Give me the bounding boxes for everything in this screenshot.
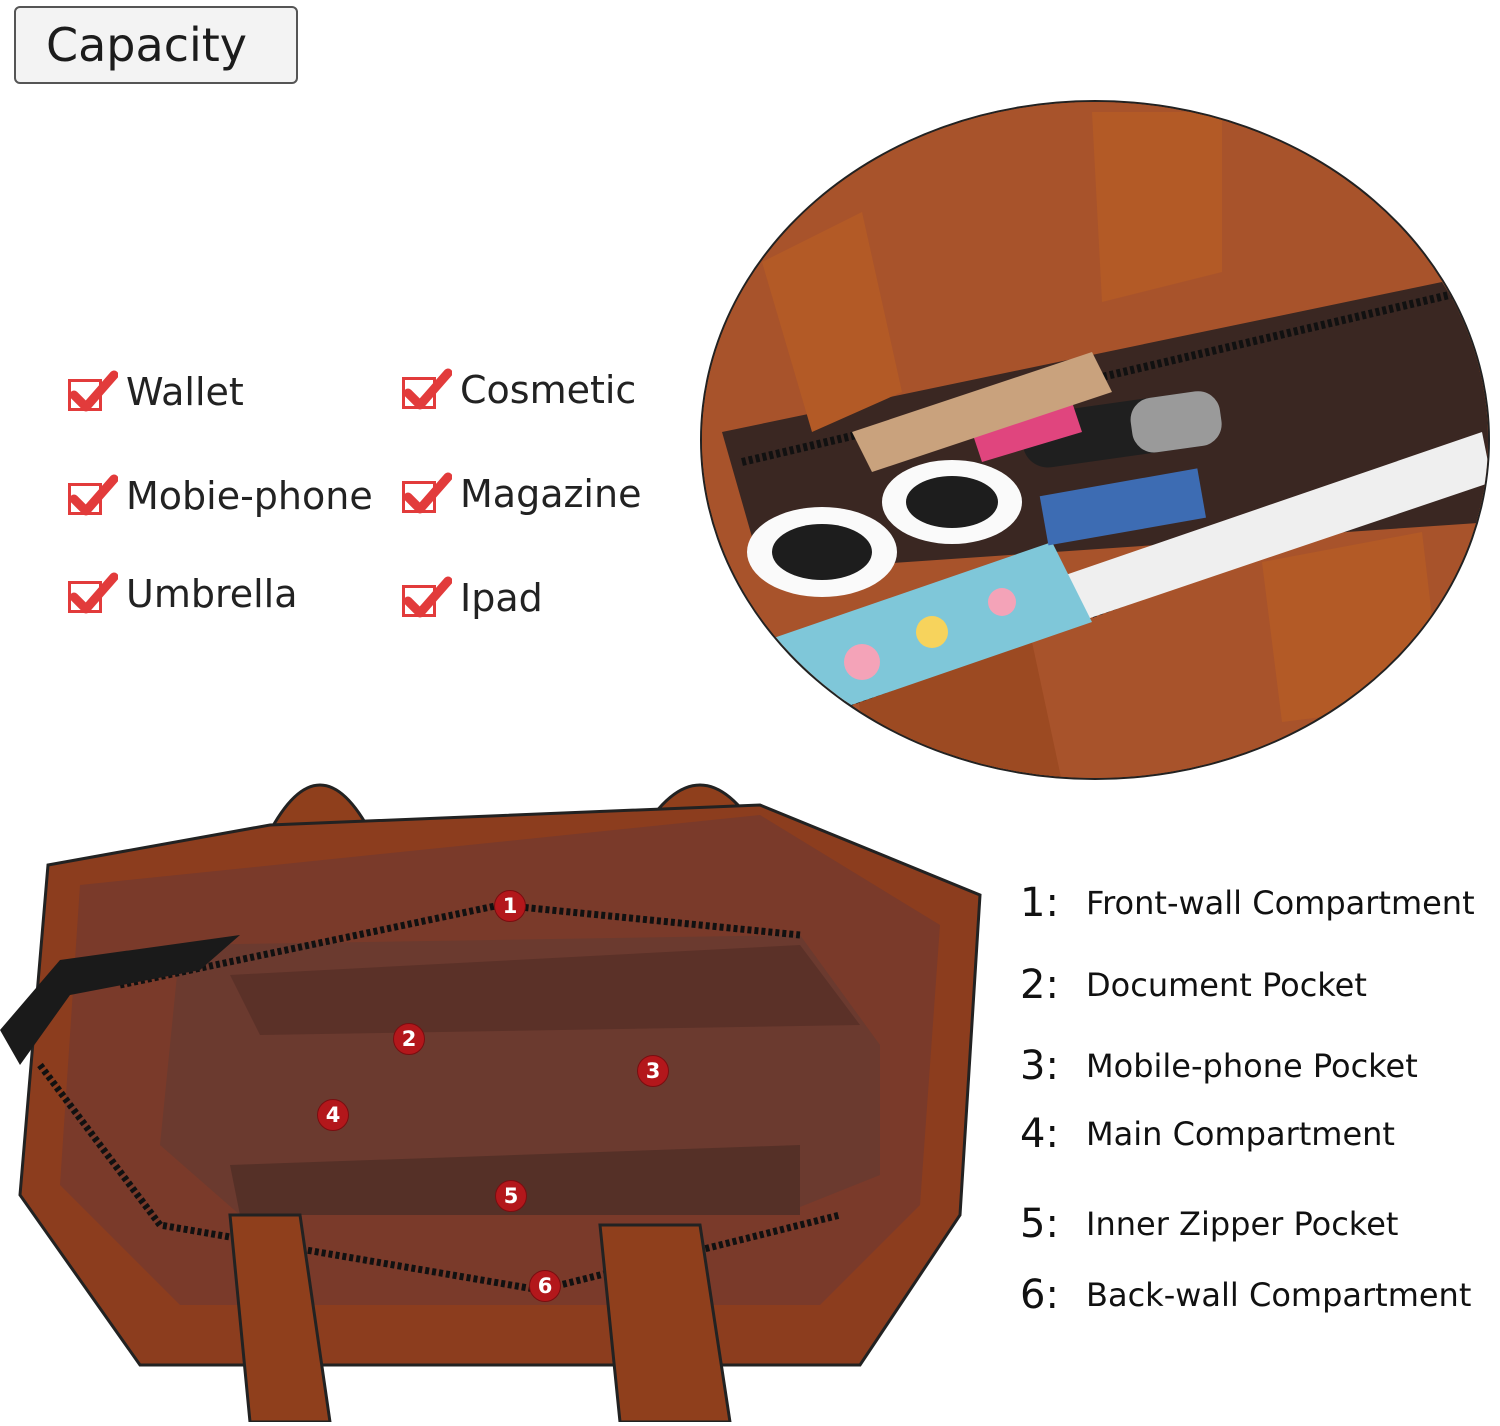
checkmark-icon <box>400 471 452 517</box>
checkmark-icon <box>400 367 452 413</box>
checkmark-icon <box>400 575 452 621</box>
feature-label: Ipad <box>460 576 543 620</box>
legend-row: 1: Front-wall Compartment <box>1020 878 1475 928</box>
feature-item-wallet: Wallet <box>66 364 244 420</box>
checkmark-icon <box>66 473 118 519</box>
legend-number: 1: <box>1020 880 1059 926</box>
legend-number: 6: <box>1020 1272 1059 1318</box>
legend-number: 4: <box>1020 1111 1059 1157</box>
legend-number: 5: <box>1020 1201 1059 1247</box>
capacity-title-box: Capacity <box>14 6 298 84</box>
feature-item-umbrella: Umbrella <box>66 566 298 622</box>
marker-2: 2 <box>393 1023 425 1055</box>
bag-contents-photo <box>700 100 1490 780</box>
legend-row: 5: Inner Zipper Pocket <box>1020 1199 1398 1249</box>
legend-text: Main Compartment <box>1086 1115 1395 1153</box>
legend-row: 2: Document Pocket <box>1020 960 1367 1010</box>
legend-text: Document Pocket <box>1086 966 1367 1004</box>
legend-row: 6: Back-wall Compartment <box>1020 1270 1471 1320</box>
legend-text: Back-wall Compartment <box>1086 1276 1472 1314</box>
legend-text: Front-wall Compartment <box>1086 884 1475 922</box>
marker-4: 4 <box>317 1099 349 1131</box>
marker-3: 3 <box>637 1055 669 1087</box>
legend-number: 3: <box>1020 1043 1059 1089</box>
legend-text: Mobile-phone Pocket <box>1086 1047 1418 1085</box>
feature-item-cosmetic: Cosmetic <box>400 362 636 418</box>
bag-interior-photo <box>0 745 1000 1424</box>
feature-label: Cosmetic <box>460 368 637 412</box>
feature-item-ipad: Ipad <box>400 570 543 626</box>
legend-row: 3: Mobile-phone Pocket <box>1020 1041 1418 1091</box>
legend-text: Inner Zipper Pocket <box>1086 1205 1399 1243</box>
feature-label: Umbrella <box>126 572 298 616</box>
legend-number: 2: <box>1020 962 1059 1008</box>
feature-label: Wallet <box>126 370 244 414</box>
feature-item-magazine: Magazine <box>400 466 641 522</box>
feature-label: Magazine <box>460 472 642 516</box>
checkmark-icon <box>66 369 118 415</box>
legend-row: 4: Main Compartment <box>1020 1109 1395 1159</box>
marker-6: 6 <box>529 1270 561 1302</box>
page-title: Capacity <box>46 18 248 72</box>
feature-item-mobile-phone: Mobie-phone <box>66 468 373 524</box>
checkmark-icon <box>66 571 118 617</box>
marker-1: 1 <box>494 890 526 922</box>
feature-label: Mobie-phone <box>126 474 373 518</box>
marker-5: 5 <box>495 1180 527 1212</box>
